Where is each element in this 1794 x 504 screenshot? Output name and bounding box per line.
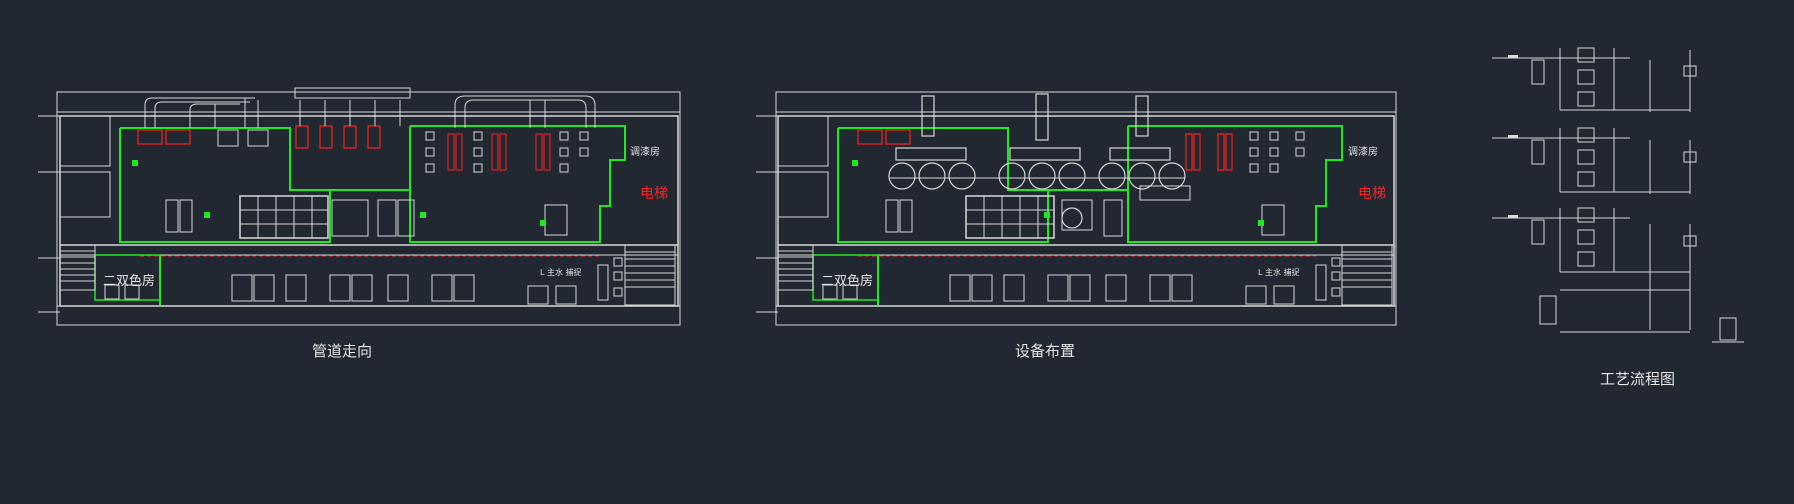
room-label-corridor: L 主水 捕捉 xyxy=(540,267,582,277)
process-unit-3 xyxy=(1492,207,1697,330)
plan-frame xyxy=(56,91,681,326)
process-flow-diagram xyxy=(1492,47,1744,343)
room-label-colorroom: 二双色房 xyxy=(103,273,155,289)
room-label-ac: 调漆房 xyxy=(1348,145,1378,158)
room-label-corridor: L 主水 捕捉 xyxy=(1258,267,1300,277)
room-label-colorroom: 二双色房 xyxy=(821,273,873,289)
plan-pipe-routing: 调漆房 电梯 二双色房 L 主水 捕捉 xyxy=(38,87,681,326)
plan-equipment-layout: 调漆房 电梯 二双色房 L 主水 捕捉 xyxy=(756,91,1397,326)
caption-process-flow: 工艺流程图 xyxy=(1600,370,1676,388)
room-label-ac: 调漆房 xyxy=(630,145,660,158)
room-label-elevator: 电梯 xyxy=(640,186,668,202)
process-unit-1 xyxy=(1492,47,1697,112)
process-unit-2 xyxy=(1492,127,1697,194)
caption-equipment-layout: 设备布置 xyxy=(1015,342,1076,360)
room-label-elevator: 电梯 xyxy=(1358,186,1386,202)
caption-pipe-routing: 管道走向 xyxy=(312,342,373,360)
